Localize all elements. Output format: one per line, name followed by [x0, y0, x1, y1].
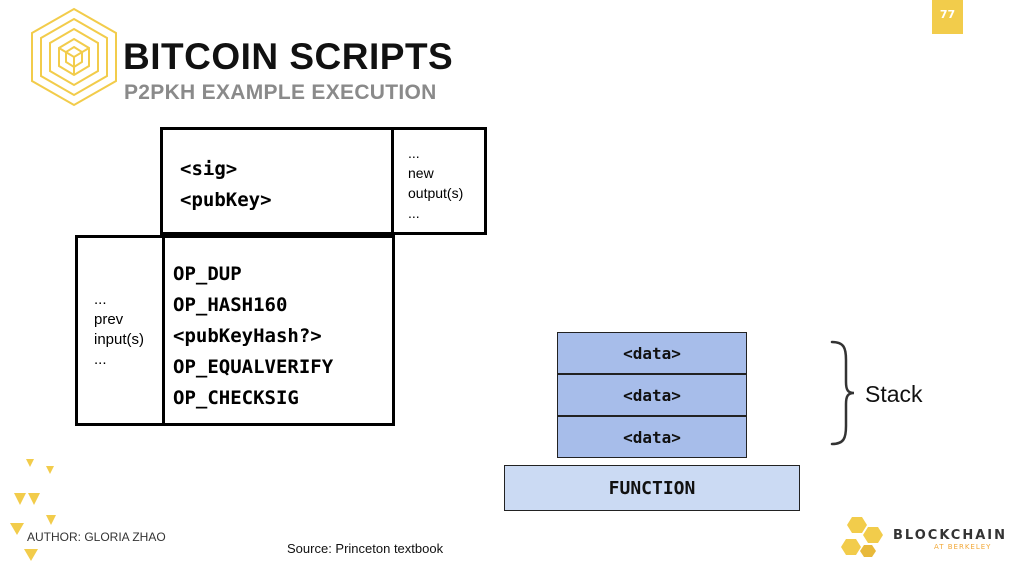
stack-item: <data> — [557, 374, 747, 416]
stack-item: <data> — [557, 332, 747, 374]
source-text: Source: Princeton textbook — [287, 541, 444, 556]
hexagon-logo-icon — [31, 7, 117, 107]
curly-brace-icon — [830, 340, 855, 446]
page-title: BITCOIN SCRIPTS — [123, 36, 454, 77]
side-text: input(s) — [94, 331, 145, 348]
scriptsig-box: <sig> <pubKey> — [160, 127, 394, 235]
side-text: prev — [94, 311, 124, 328]
page-number-badge: 77 — [932, 0, 963, 34]
side-text: ... — [408, 145, 420, 161]
side-text: ... — [408, 205, 420, 221]
scriptpubkey-box: OP_DUP OP_HASH160 <pubKeyHash?> OP_EQUAL… — [162, 235, 395, 426]
script-line: <sig> — [180, 158, 238, 180]
triangle-decoration-icon — [10, 459, 56, 561]
script-line: <pubKey> — [180, 189, 272, 211]
script-line: OP_EQUALVERIFY — [173, 356, 334, 378]
script-line: OP_DUP — [173, 263, 242, 285]
side-text: ... — [94, 351, 107, 368]
side-text: new — [408, 165, 434, 181]
stack-item: <data> — [557, 416, 747, 458]
script-line: OP_HASH160 — [173, 294, 288, 316]
script-line: OP_CHECKSIG — [173, 387, 299, 409]
side-text: ... — [94, 291, 107, 308]
page-subtitle: P2PKH EXAMPLE EXECUTION — [124, 81, 437, 104]
author-text: AUTHOR: GLORIA ZHAO — [27, 530, 166, 544]
brand-name: BLOCKCHAIN — [893, 528, 1008, 543]
function-box: FUNCTION — [504, 465, 800, 511]
side-text: output(s) — [408, 185, 464, 201]
new-outputs-box: ... new output(s) ... — [391, 127, 487, 235]
blockchain-logo-icon — [841, 517, 883, 557]
prev-inputs-box: ... prev input(s) ... — [75, 235, 165, 426]
script-line: <pubKeyHash?> — [173, 325, 322, 347]
brand-subtitle: AT BERKELEY — [934, 543, 992, 551]
stack-label: Stack — [865, 381, 923, 407]
